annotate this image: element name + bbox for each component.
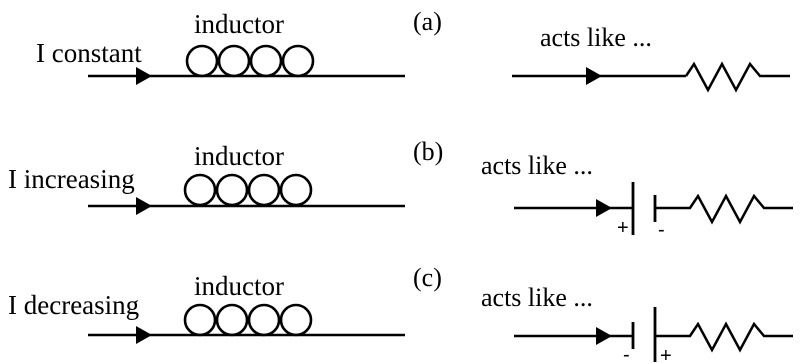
sign-left: -: [623, 344, 630, 364]
equivalent-arrow-icon: [596, 327, 612, 345]
current-arrow-icon: [136, 197, 152, 215]
current-label: I constant: [36, 38, 142, 68]
sign-right: -: [658, 219, 665, 241]
current-label: I increasing: [8, 164, 135, 194]
panel-label: (b): [413, 137, 443, 166]
equivalent-arrow-icon: [596, 199, 612, 217]
row-c: inductor (c) I decreasing acts like ... …: [8, 263, 793, 364]
sign-right: +: [660, 345, 672, 364]
current-arrow-icon: [136, 326, 152, 344]
current-arrow-icon: [136, 67, 152, 85]
inductor-coil-icon: [183, 173, 313, 207]
inductor-label: inductor: [194, 271, 284, 301]
sign-left: +: [617, 217, 629, 239]
equivalent-label: acts like ...: [540, 23, 652, 52]
inductor-coil-icon: [185, 44, 315, 78]
inductor-label: inductor: [194, 9, 284, 39]
equivalent-label: acts like ...: [481, 151, 593, 180]
current-label: I decreasing: [8, 290, 139, 320]
inductor-coil-icon: [183, 303, 313, 337]
battery-icon: [631, 307, 657, 362]
battery-icon: [631, 182, 657, 235]
panel-label: (c): [413, 263, 442, 292]
panel-label: (a): [413, 7, 442, 36]
resistor-icon: [655, 321, 793, 353]
equivalent-label: acts like ...: [481, 283, 593, 312]
row-a: inductor (a) I constant acts like ...: [36, 7, 790, 93]
row-b: inductor (b) I increasing acts like ... …: [8, 137, 793, 241]
inductor-label: inductor: [194, 141, 284, 171]
equivalent-arrow-icon: [586, 67, 602, 85]
resistor-icon: [684, 61, 790, 93]
resistor-icon: [655, 193, 793, 225]
